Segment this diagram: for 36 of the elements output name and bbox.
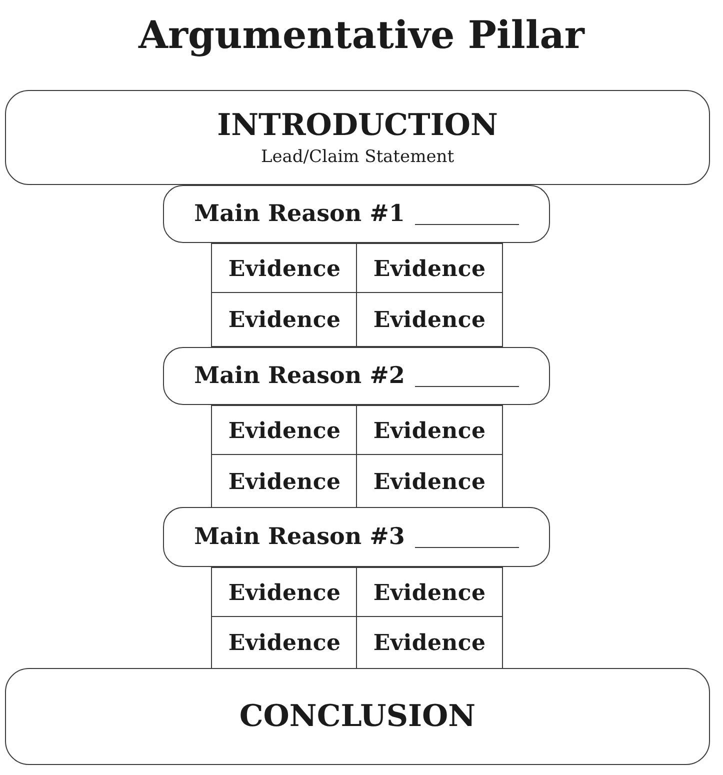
reason-label: Main Reason #2 [194,362,405,390]
evidence-cell [356,292,503,347]
reason-box [163,507,550,567]
section-heading: CONCLUSION [239,698,476,734]
section-heading: INTRODUCTION [217,108,498,144]
evidence-label: Evidence [228,416,341,444]
evidence-label: Evidence [373,578,486,606]
evidence-label: Evidence [228,629,341,657]
reason-box [163,185,550,243]
diagram-title: Argumentative Pillar [138,12,584,58]
evidence-label: Evidence [228,254,341,282]
reason-label: Main Reason #1 [194,200,405,228]
evidence-cell [211,567,358,618]
evidence-label: Evidence [373,254,486,282]
evidence-label: Evidence [373,306,486,334]
reason-label: Main Reason #3 [194,523,405,551]
evidence-cell [356,243,503,294]
evidence-cell [211,243,358,294]
section-panel [5,90,710,185]
evidence-label: Evidence [373,629,486,657]
evidence-cell [356,454,503,509]
evidence-label: Evidence [373,468,486,496]
evidence-cell [211,616,358,670]
evidence-label: Evidence [373,416,486,444]
evidence-cell [211,454,358,509]
reason-box [163,347,550,405]
evidence-cell [356,405,503,456]
section-subtitle: Lead/Claim Statement [260,146,454,168]
evidence-label: Evidence [228,578,341,606]
evidence-label: Evidence [228,468,341,496]
evidence-cell [211,292,358,347]
evidence-cell [356,567,503,618]
evidence-cell [356,616,503,670]
section-panel [5,668,710,765]
evidence-cell [211,405,358,456]
evidence-label: Evidence [228,306,341,334]
